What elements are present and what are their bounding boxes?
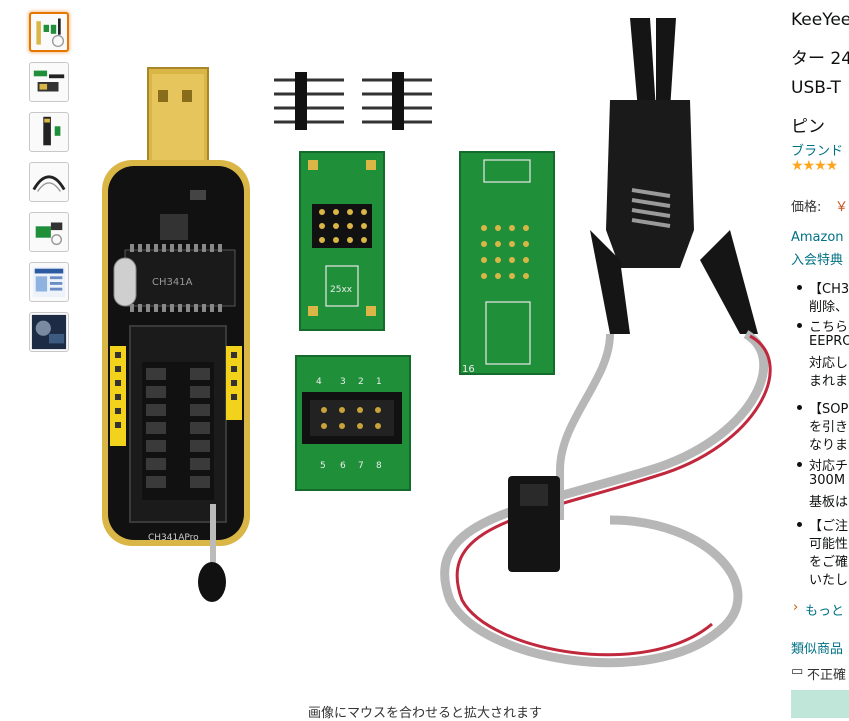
bullet-1-line-2: 削除、 bbox=[809, 300, 849, 315]
thumbnail-4[interactable] bbox=[29, 162, 69, 202]
bullet-3-line-3: なりま bbox=[809, 438, 849, 453]
sop-big-label: 16 bbox=[462, 364, 475, 375]
bullet-2-line-1: こちら bbox=[809, 320, 849, 335]
ch341a-programmer: CH341A CH341APro bbox=[102, 67, 250, 602]
thumbnail-2[interactable] bbox=[29, 62, 69, 102]
star-rating[interactable]: ★★★★ bbox=[791, 158, 838, 174]
speech-bubble-icon: ▭ bbox=[791, 664, 804, 679]
product-title-line-3[interactable]: USB-T bbox=[791, 78, 841, 98]
product-info-panel: KeeYees ター 24 USB-T ピン ブランド ★★★★ 価格: ￥ A… bbox=[791, 0, 849, 718]
brand-link[interactable]: ブランド bbox=[791, 144, 844, 159]
thumbnail-1[interactable] bbox=[29, 12, 69, 52]
price-symbol: ￥ bbox=[835, 200, 849, 215]
product-title-line-1[interactable]: KeeYees bbox=[791, 10, 849, 30]
bullet-4-line-2: 300M bbox=[809, 473, 846, 488]
member-benefit-link[interactable]: 入会特典 bbox=[791, 253, 844, 268]
bullet-3-line-2: を引き bbox=[809, 420, 849, 435]
pins-left-4: 4 bbox=[316, 377, 322, 387]
pins-left-2: 2 bbox=[358, 377, 364, 387]
programmer-label: CH341APro bbox=[148, 533, 199, 543]
bullet-2-line-4: まれま bbox=[809, 374, 849, 389]
product-title-line-4[interactable]: ピン bbox=[791, 117, 825, 137]
sop8-adapter-small: 25xx bbox=[299, 151, 385, 331]
thumbnail-6[interactable] bbox=[29, 262, 69, 302]
bullet-dot-5 bbox=[797, 522, 802, 527]
thumbnail-3[interactable] bbox=[29, 112, 69, 152]
bullet-dot-4 bbox=[797, 462, 802, 467]
pins-right-5: 5 bbox=[320, 461, 326, 471]
bullet-1-line-1: 【CH3 bbox=[809, 282, 849, 297]
thumbnail-7[interactable] bbox=[29, 312, 69, 352]
thumbnail-strip bbox=[29, 12, 73, 362]
see-more-link[interactable]: もっと bbox=[805, 604, 845, 619]
bullet-5-line-3: をご確 bbox=[809, 555, 849, 570]
pins-right-7: 7 bbox=[358, 461, 364, 471]
pins-right-8: 8 bbox=[376, 461, 382, 471]
bullet-dot-2 bbox=[797, 323, 802, 328]
pins-right-6: 6 bbox=[340, 461, 346, 471]
bullet-4-line-1: 対応チ bbox=[809, 459, 849, 474]
bullet-5-line-1: 【ご注 bbox=[809, 519, 849, 534]
sop-small-label: 25xx bbox=[330, 285, 353, 295]
green-cta-bar[interactable] bbox=[791, 690, 849, 718]
idc-adapter: 4 3 2 1 5 6 7 8 bbox=[295, 355, 411, 491]
pins-left-1: 1 bbox=[376, 377, 382, 387]
bullet-5-line-4: いたし bbox=[809, 573, 849, 588]
pin-header-left bbox=[274, 72, 344, 130]
chip-label: CH341A bbox=[152, 277, 193, 288]
main-product-image[interactable]: CH341A CH341APro bbox=[90, 0, 780, 690]
amazon-card-link[interactable]: Amazon bbox=[791, 230, 844, 245]
bullet-2-line-2: EEPRO bbox=[809, 334, 849, 349]
chevron-right-icon: › bbox=[793, 600, 799, 615]
zoom-hover-hint: 画像にマウスを合わせると拡大されます bbox=[307, 706, 542, 721]
bullet-5-line-2: 可能性 bbox=[809, 537, 849, 552]
product-title-line-2[interactable]: ター 24 bbox=[791, 49, 849, 69]
bullet-3-line-1: 【SOP bbox=[809, 402, 849, 417]
bullet-dot-3 bbox=[797, 405, 802, 410]
bullet-2-line-3: 対応し bbox=[809, 356, 849, 371]
pins-left-3: 3 bbox=[340, 377, 346, 387]
bullet-4-line-3: 基板は bbox=[809, 495, 849, 510]
pin-header-right bbox=[362, 72, 432, 130]
similar-products-link[interactable]: 類似商品 bbox=[791, 642, 844, 657]
report-incorrect-link[interactable]: 不正確 bbox=[807, 668, 847, 683]
sop16-adapter-large: 16 bbox=[459, 151, 555, 375]
bullet-dot-1 bbox=[797, 285, 802, 290]
soic-test-clip bbox=[440, 18, 772, 668]
price-label: 価格: bbox=[791, 200, 822, 215]
thumbnail-5[interactable] bbox=[29, 212, 69, 252]
